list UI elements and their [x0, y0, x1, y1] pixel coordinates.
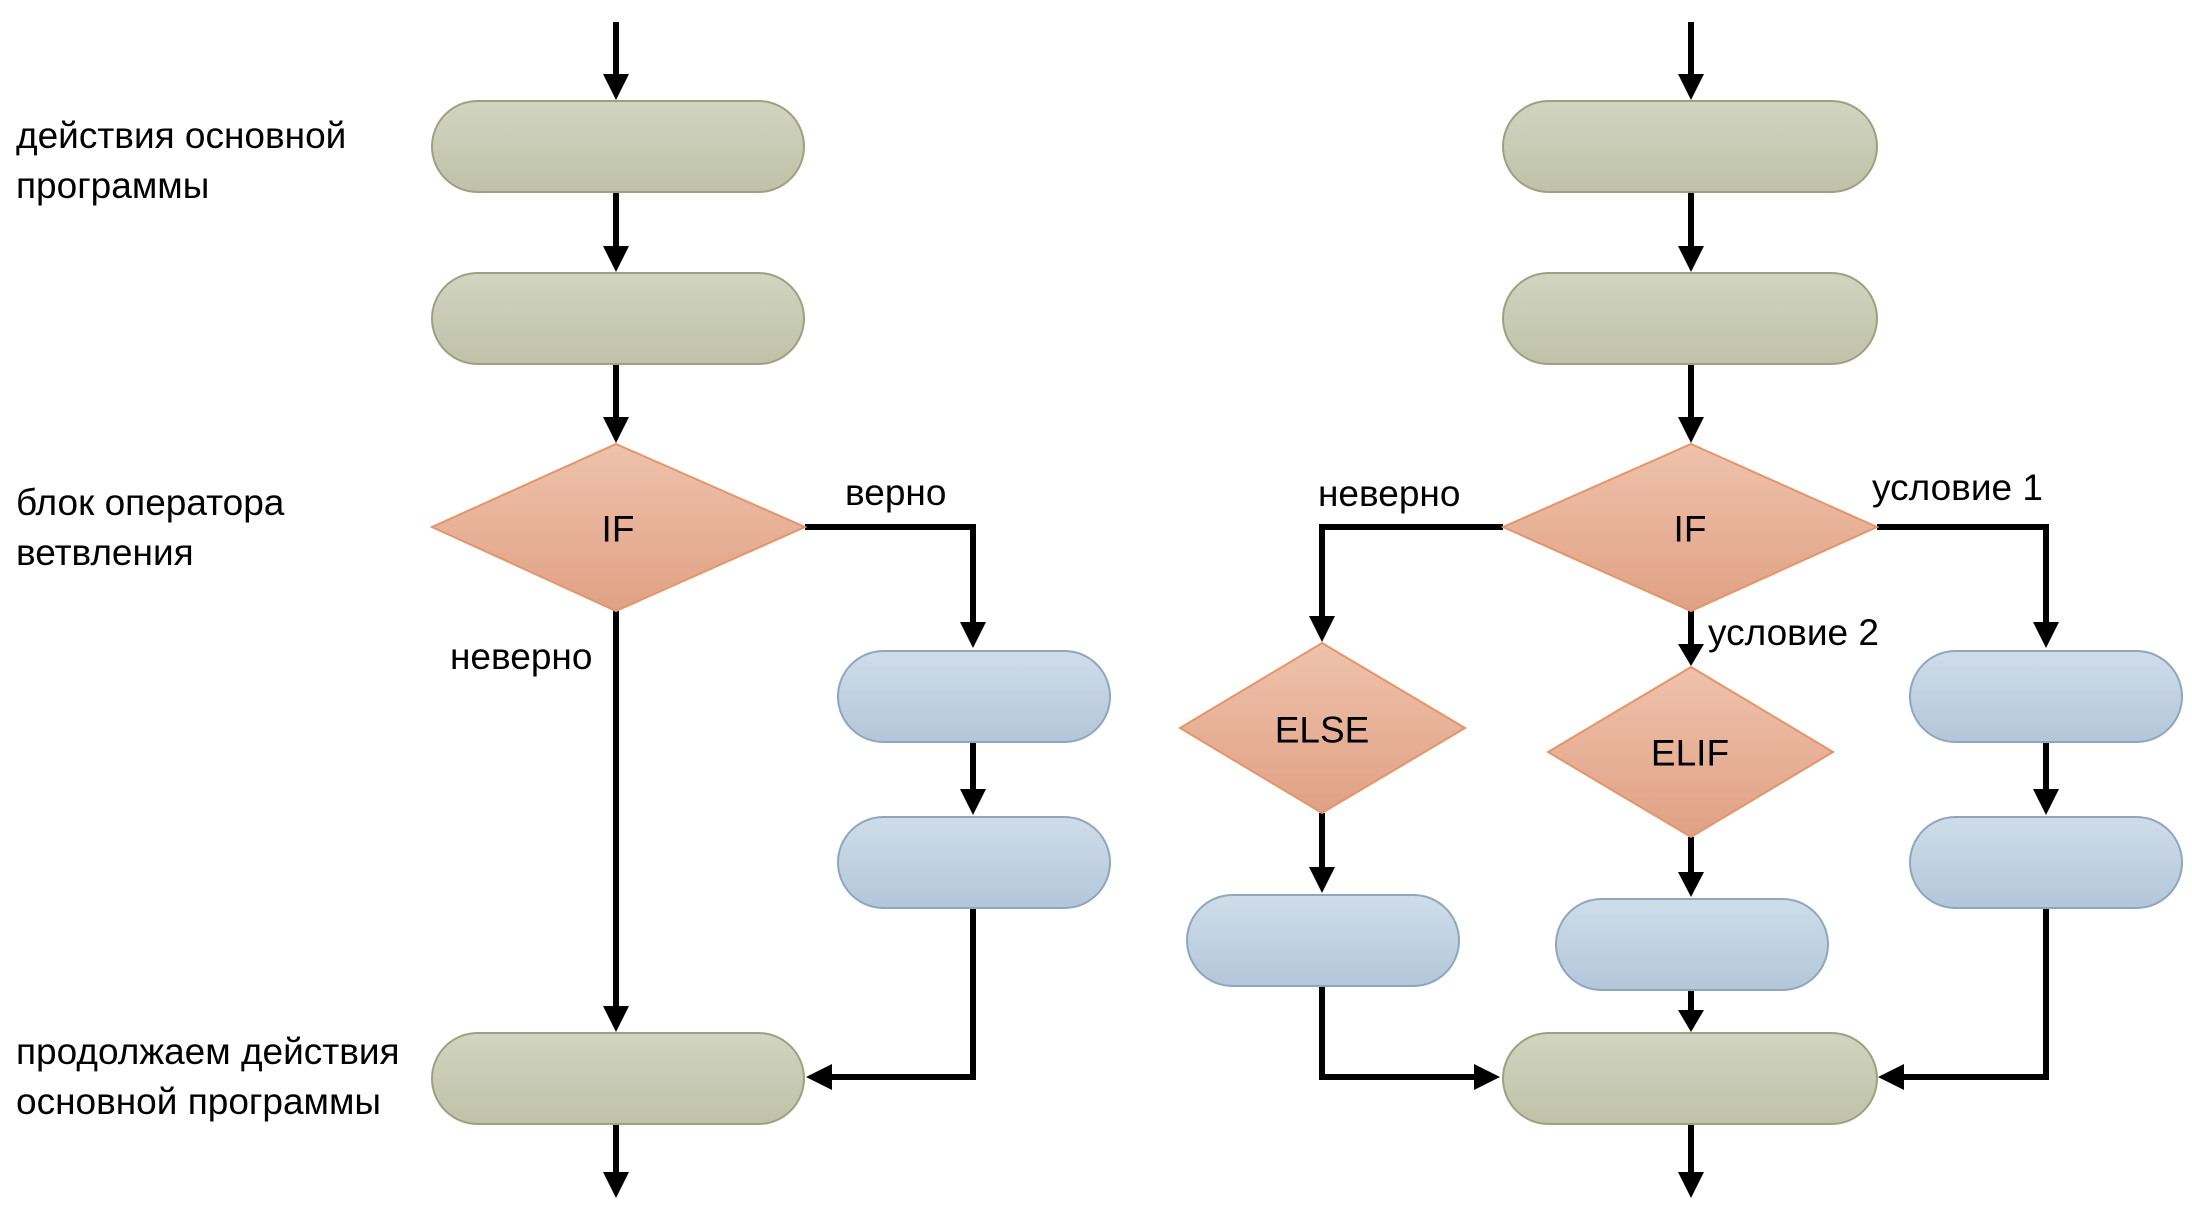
left-false-label: неверно	[450, 636, 592, 677]
left-arrowhead-2-if	[603, 417, 629, 443]
left-true-process-1	[837, 650, 1111, 743]
right-condition1-label: условие 1	[1872, 467, 2043, 508]
continue-actions-label-line-1: продолжаем действия	[16, 1031, 400, 1072]
right-process-1	[1502, 100, 1878, 193]
right-elif-process	[1555, 898, 1829, 991]
main-actions-label: действия основной программы	[16, 111, 346, 211]
right-elif-text: ELIF	[1651, 733, 1729, 774]
left-process-2	[431, 272, 805, 365]
right-elif-return-arrowhead	[1678, 1010, 1704, 1032]
right-condition2-label: условие 2	[1708, 612, 1879, 653]
right-cond1-arrowhead	[2033, 622, 2059, 648]
right-else-decision	[1178, 641, 1467, 815]
left-if-text: IF	[602, 509, 635, 550]
right-else-process	[1186, 894, 1460, 987]
right-flowchart: IF ELSE ELIF неверно условие 1 условие 2	[1178, 22, 2183, 1198]
right-else-arrowhead	[1309, 616, 1335, 642]
right-else-text: ELSE	[1275, 710, 1370, 751]
main-actions-label-line-2: программы	[16, 165, 210, 206]
right-if-decision	[1500, 442, 1880, 613]
right-cond1-connector	[1877, 524, 2049, 630]
left-false-arrowhead	[603, 1006, 629, 1032]
right-else-return-connector	[1319, 986, 1482, 1080]
left-arrowhead-blue1-blue2	[960, 789, 986, 815]
left-flowchart: IF верно неверно	[429, 22, 1111, 1198]
left-if-decision	[429, 442, 808, 613]
right-cond1-blue1-blue2-arrowhead	[2033, 789, 2059, 815]
branch-block-label-line-2: ветвления	[16, 532, 194, 573]
right-elif-decision	[1546, 665, 1835, 839]
right-elif-to-process-arrowhead	[1678, 872, 1704, 897]
right-cond1-process-2	[1909, 816, 2183, 909]
branch-block-label: блок оператора ветвления	[16, 478, 284, 578]
right-else-connector	[1319, 524, 1503, 624]
right-else-return-arrowhead	[1474, 1064, 1500, 1090]
left-process-1	[431, 100, 805, 193]
right-if-text: IF	[1674, 509, 1707, 550]
right-process-2	[1502, 272, 1878, 365]
left-true-arrowhead	[960, 622, 986, 648]
left-arrowhead-1-2	[603, 246, 629, 272]
left-continue-process	[431, 1032, 805, 1125]
main-actions-label-line-1: действия основной	[16, 115, 347, 156]
right-else-to-process-arrowhead	[1309, 867, 1335, 893]
continue-actions-label-line-2: основной программы	[16, 1081, 382, 1122]
left-return-connector	[824, 909, 976, 1080]
right-cond1-return-connector	[1896, 909, 2049, 1080]
left-true-connector	[805, 524, 976, 630]
right-cond1-return-arrowhead	[1878, 1064, 1904, 1090]
branch-block-label-line-1: блок оператора	[16, 482, 285, 523]
right-cond1-process-1	[1909, 650, 2183, 743]
right-continue-process	[1502, 1032, 1878, 1125]
left-exit-arrowhead	[603, 1172, 629, 1198]
right-elif-arrowhead	[1678, 644, 1704, 666]
left-entry-arrowhead	[603, 74, 629, 100]
left-true-process-2	[837, 816, 1111, 909]
right-arrowhead-1-2	[1678, 246, 1704, 272]
right-else-label: неверно	[1318, 473, 1460, 514]
right-entry-arrowhead	[1678, 74, 1704, 100]
left-true-label: верно	[845, 472, 946, 513]
right-exit-arrowhead	[1678, 1172, 1704, 1198]
right-arrowhead-2-if	[1678, 417, 1704, 443]
left-return-arrowhead	[806, 1064, 832, 1090]
continue-actions-label: продолжаем действия основной программы	[16, 1027, 400, 1127]
